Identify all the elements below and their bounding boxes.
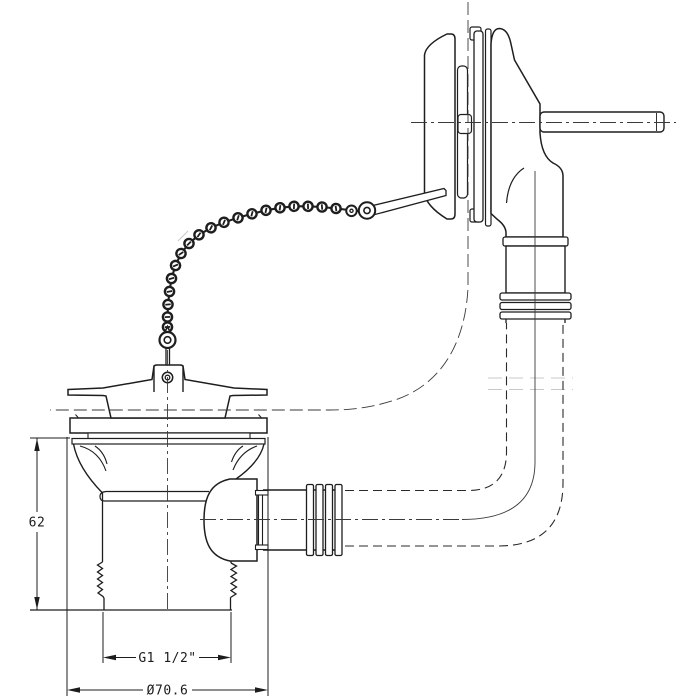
overflow-elbow-body xyxy=(490,27,564,238)
centerlines xyxy=(50,2,676,610)
threaded-tail xyxy=(96,493,238,610)
overflow-to-plug-phantom-centerline xyxy=(50,2,469,411)
weir-bar xyxy=(99,490,209,502)
chain-links-line xyxy=(166,205,359,331)
dimension-thread: G1 1/2" xyxy=(102,612,232,666)
dim-thread-label: G1 1/2" xyxy=(138,651,196,666)
dimension-diameter: Ø70.6 xyxy=(66,437,269,699)
dimension-62: 62 xyxy=(29,437,70,610)
overflow-assembly xyxy=(423,26,665,323)
pipe-collar xyxy=(502,236,569,247)
overflow-pipe xyxy=(505,245,566,294)
hose-center-path xyxy=(461,171,536,520)
body-top-band xyxy=(71,437,266,445)
waste-flange xyxy=(69,417,268,434)
chain-beads xyxy=(161,200,343,333)
outlet-boss xyxy=(203,478,258,562)
hose-barb xyxy=(263,483,343,557)
pull-rod xyxy=(539,111,665,133)
flange-gasket xyxy=(87,432,251,440)
chain-eyelet-large xyxy=(357,201,377,220)
hose-phantom-path xyxy=(345,323,564,547)
waste-body xyxy=(30,414,343,611)
pipe-seal-ribs xyxy=(499,292,572,323)
elbow-inner-bend xyxy=(505,167,525,204)
dim-diameter-label: Ø70.6 xyxy=(147,684,189,699)
overflow-cover xyxy=(423,33,456,220)
overflow-pivot-tab xyxy=(457,113,473,135)
dim-62-label: 62 xyxy=(29,516,46,531)
plug-chain xyxy=(158,187,447,365)
chain-eyelet-small xyxy=(345,204,358,218)
plug-keyhole-link xyxy=(158,324,177,365)
overflow-face-plate xyxy=(473,30,484,223)
overflow-body-plate xyxy=(484,28,492,227)
